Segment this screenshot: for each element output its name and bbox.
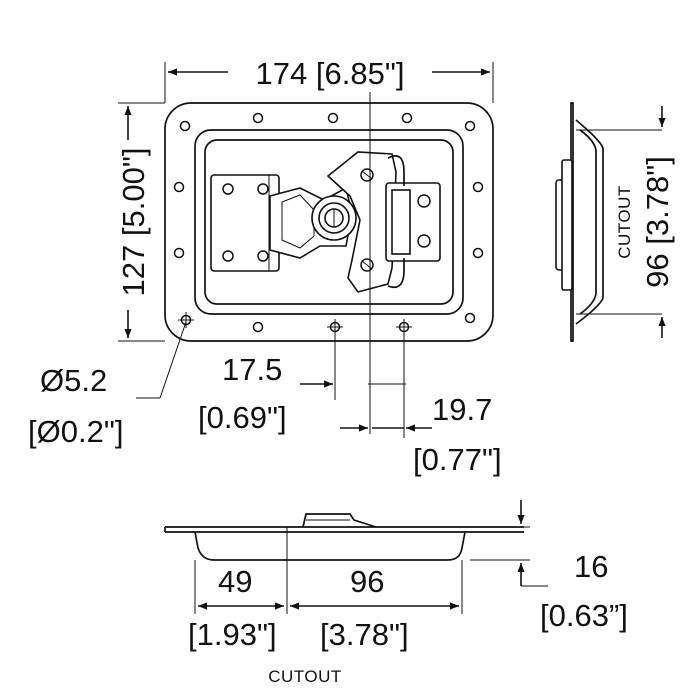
- front-depth-dim: 16: [574, 549, 608, 584]
- mounting-holes: [173, 112, 484, 333]
- front-left-dim: 49: [218, 564, 252, 599]
- flange-outline: [164, 102, 494, 342]
- side-cutout-dim: 96 [3.78"]: [640, 156, 675, 288]
- height-dim-label: 127 [5.00"]: [116, 148, 151, 297]
- front-depth-dim-in: [0.63”]: [540, 598, 628, 633]
- hole-dia-label: Ø5.2: [40, 363, 107, 398]
- height-dimension: 127 [5.00"]: [116, 102, 165, 342]
- front-view: 49 [1.93"] 96 [3.78"] 16 [0.63”] CUTOUT: [164, 500, 628, 686]
- side-view: CUTOUT 96 [3.78"]: [555, 102, 675, 342]
- hole-diameter-callout: Ø5.2 [Ø0.2"]: [28, 321, 187, 449]
- catch-plate: [385, 155, 441, 289]
- hole-dia-in-label: [Ø0.2"]: [28, 414, 123, 449]
- dish-inner-outline: [204, 139, 454, 305]
- front-left-dim-in: [1.93"]: [188, 617, 277, 652]
- crosshair-holes: [178, 312, 412, 335]
- front-right-dim-in: [3.78"]: [320, 617, 409, 652]
- side-cutout-label: CUTOUT: [615, 185, 634, 259]
- offset-a-label: 17.5: [222, 352, 282, 387]
- offset-a-in-label: [0.69"]: [198, 400, 287, 435]
- front-right-dim: 96: [350, 564, 384, 599]
- offset-b-label: 19.7: [432, 392, 492, 427]
- left-hinge-plate: [210, 174, 280, 272]
- lock-boss: [311, 195, 357, 241]
- width-dim-label: 174 [6.85"]: [256, 56, 405, 91]
- dish-outline: [194, 129, 464, 315]
- offset-dimensions: 17.5 [0.69"] 19.7 [0.77"]: [198, 332, 502, 477]
- offset-b-in-label: [0.77"]: [413, 442, 502, 477]
- width-dimension: 174 [6.85"]: [164, 56, 494, 103]
- top-view: [164, 92, 494, 434]
- front-cutout-label: CUTOUT: [268, 667, 342, 686]
